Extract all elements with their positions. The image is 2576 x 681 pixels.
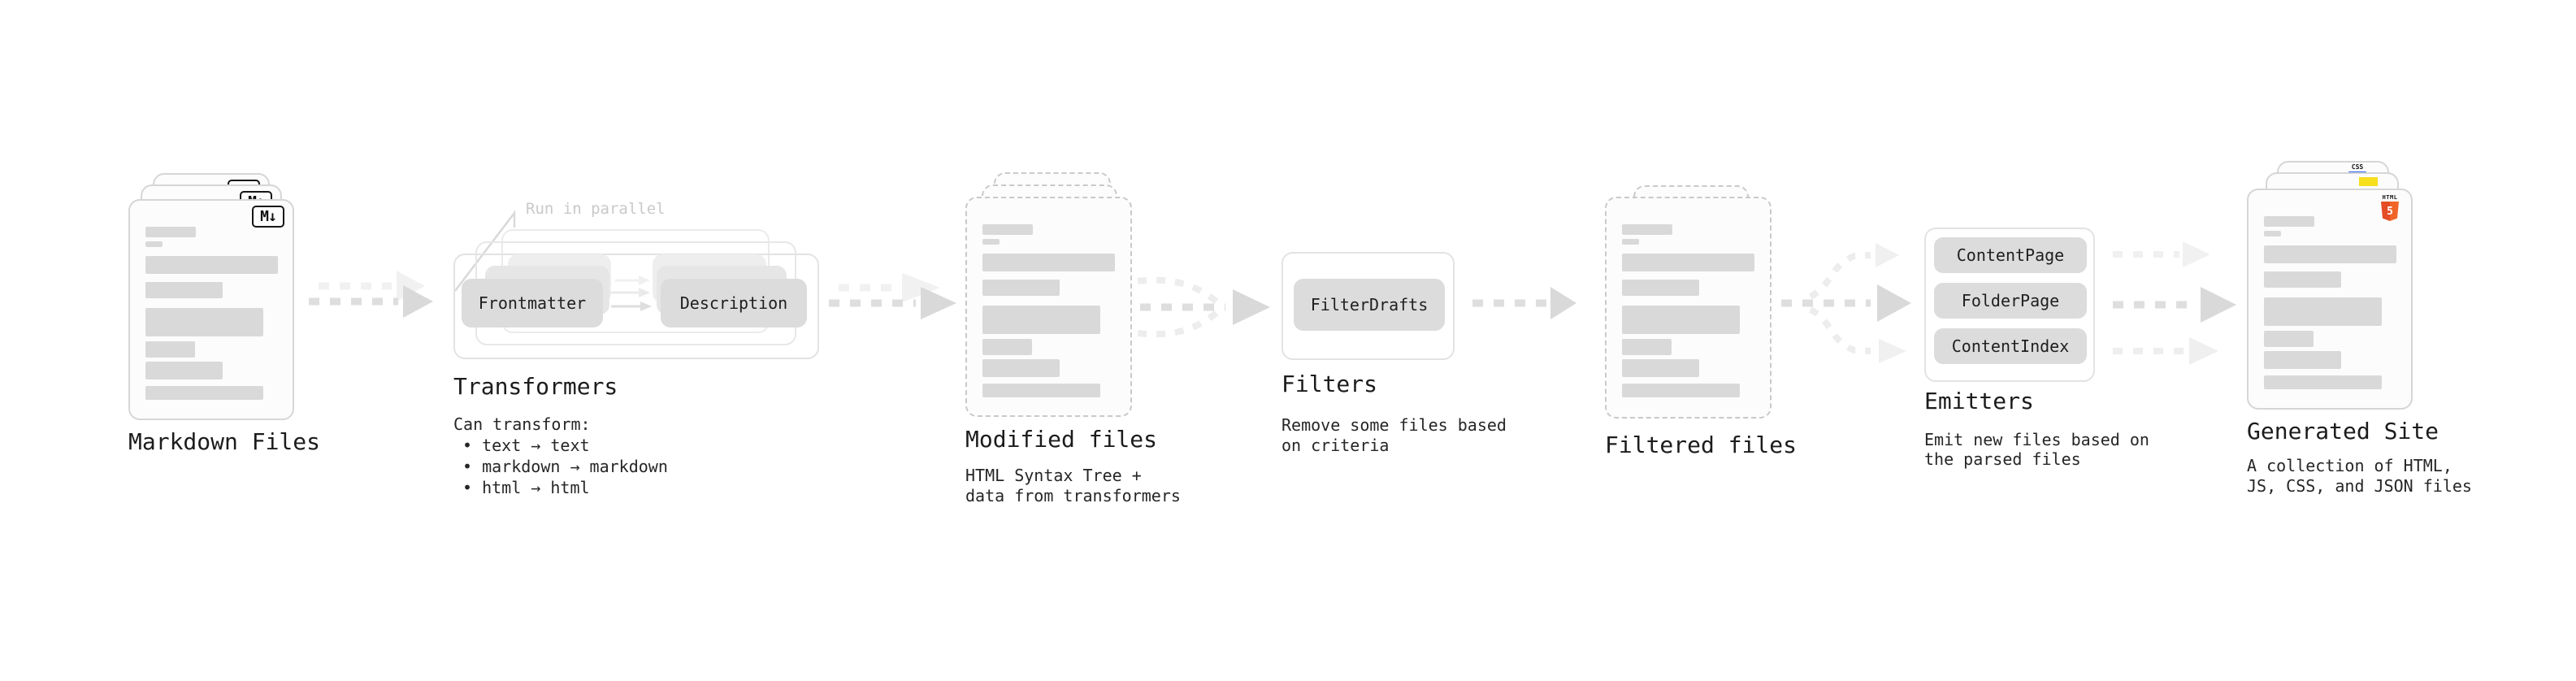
- transformers-description: Can transform: • text → text • markdown …: [453, 414, 668, 498]
- placeholder-bar: [1622, 384, 1740, 397]
- placeholder-bar: [2264, 297, 2382, 326]
- filters-description: Remove some files based on criteria: [1281, 415, 1507, 456]
- modified-files-stack: [965, 172, 1132, 417]
- filters-group: FilterDrafts: [1281, 252, 1455, 360]
- document-content-placeholder: [1622, 224, 1754, 397]
- arrow-emitters-to-generated: [2113, 241, 2236, 365]
- css-icon-label: CSS: [2351, 163, 2364, 171]
- placeholder-bar: [145, 256, 278, 274]
- modified-files-description: HTML Syntax Tree + data from transformer…: [965, 466, 1181, 506]
- description-line: JS, CSS, and JSON files: [2247, 476, 2472, 496]
- placeholder-bar: [145, 282, 223, 298]
- html5-icon-label: HTML: [2382, 194, 2398, 201]
- stage-label-transformers: Transformers: [453, 373, 618, 400]
- placeholder-bar: [145, 308, 263, 336]
- placeholder-bar: [145, 341, 195, 358]
- transformers-group: Frontmatter Description: [453, 229, 819, 359]
- placeholder-bar: [145, 362, 223, 380]
- arrow-markdown-to-transformers: [309, 285, 433, 318]
- arrow-filtered-to-emitters: [1781, 243, 1911, 363]
- placeholder-bar: [2264, 231, 2281, 236]
- generated-site-stack: CSS HTML 5: [2247, 161, 2413, 410]
- placeholder-bar: [2264, 216, 2314, 227]
- generated-page-html: HTML 5: [2247, 189, 2413, 410]
- javascript-icon: [2359, 177, 2378, 186]
- emitter-node-contentpage: ContentPage: [1934, 237, 2087, 273]
- markdown-file-page-front: M↓: [128, 199, 294, 420]
- emitters-group: ContentPage FolderPage ContentIndex: [1924, 228, 2095, 382]
- placeholder-bar: [2264, 375, 2382, 389]
- description-line: on criteria: [1281, 436, 1390, 455]
- emitters-description: Emit new files based on the parsed files: [1924, 430, 2149, 469]
- placeholder-bar: [1622, 339, 1672, 355]
- emitter-node-contentindex: ContentIndex: [1934, 328, 2087, 364]
- description-line: • html → html: [462, 478, 590, 497]
- placeholder-bar: [1622, 306, 1740, 334]
- placeholder-bar: [145, 386, 263, 400]
- transformer-node-frontmatter: Frontmatter: [462, 279, 603, 327]
- description-line: A collection of HTML,: [2247, 456, 2452, 475]
- stage-label-markdown-files: Markdown Files: [128, 428, 321, 455]
- description-line: • markdown → markdown: [462, 457, 668, 476]
- modified-file-page-front: [965, 197, 1132, 417]
- markdown-icon: M↓: [252, 206, 284, 228]
- arrow-transformers-to-modified-ghost: [839, 273, 940, 302]
- placeholder-bar: [2264, 271, 2341, 288]
- placeholder-bar: [982, 224, 1033, 235]
- stage-label-filters: Filters: [1281, 371, 1378, 397]
- description-line: data from transformers: [965, 486, 1181, 505]
- description-line: • text → text: [462, 436, 590, 455]
- markdown-files-stack: M↓ M↓ M↓: [128, 173, 294, 420]
- placeholder-bar: [982, 384, 1100, 397]
- placeholder-bar: [982, 254, 1115, 271]
- emitters-frame: [1924, 228, 2095, 382]
- filter-node-filterdrafts: FilterDrafts: [1294, 279, 1445, 331]
- filtered-files-stack: [1605, 185, 1772, 419]
- placeholder-bar: [1622, 239, 1639, 245]
- document-content-placeholder: [2264, 216, 2396, 389]
- document-content-placeholder: [982, 224, 1115, 397]
- arrow-filters-to-filtered: [1472, 287, 1576, 319]
- html5-icon-shield: 5: [2381, 202, 2399, 221]
- placeholder-bar: [1622, 359, 1699, 377]
- description-line: Emit new files based on: [1924, 430, 2149, 449]
- description-line: HTML Syntax Tree +: [965, 466, 1142, 485]
- arrow-transformers-to-modified: [829, 287, 956, 319]
- placeholder-bar: [2264, 331, 2314, 347]
- arrow-markdown-to-transformers-ghost: [319, 271, 425, 301]
- placeholder-bar: [982, 339, 1032, 355]
- html5-icon: HTML 5: [2380, 194, 2400, 221]
- placeholder-bar: [1622, 224, 1672, 235]
- stage-label-filtered-files: Filtered files: [1605, 432, 1798, 458]
- placeholder-bar: [982, 359, 1060, 377]
- transformer-frame-front: [453, 254, 819, 359]
- placeholder-bar: [982, 239, 1000, 245]
- run-in-parallel-annotation: Run in parallel: [526, 200, 666, 218]
- placeholder-bar: [145, 241, 163, 247]
- generated-site-description: A collection of HTML, JS, CSS, and JSON …: [2247, 456, 2472, 497]
- transformer-node-description: Description: [661, 279, 807, 327]
- filtered-file-page-front: [1605, 197, 1772, 419]
- placeholder-bar: [982, 306, 1100, 334]
- emitter-node-folderpage: FolderPage: [1934, 283, 2087, 319]
- stage-label-emitters: Emitters: [1924, 388, 2034, 414]
- placeholder-bar: [2264, 351, 2341, 369]
- placeholder-bar: [1622, 280, 1699, 296]
- description-line: the parsed files: [1924, 449, 2081, 469]
- placeholder-bar: [982, 280, 1060, 296]
- stage-label-generated-site: Generated Site: [2247, 418, 2439, 445]
- placeholder-bar: [145, 227, 196, 237]
- placeholder-bar: [2264, 245, 2396, 263]
- stage-label-modified-files: Modified files: [965, 426, 1158, 453]
- filters-frame: [1281, 252, 1455, 360]
- document-content-placeholder: [145, 227, 278, 400]
- description-line: Remove some files based: [1281, 415, 1507, 435]
- arrow-modified-to-filters: [1137, 276, 1270, 338]
- description-line: Can transform:: [453, 414, 591, 434]
- placeholder-bar: [1622, 254, 1754, 271]
